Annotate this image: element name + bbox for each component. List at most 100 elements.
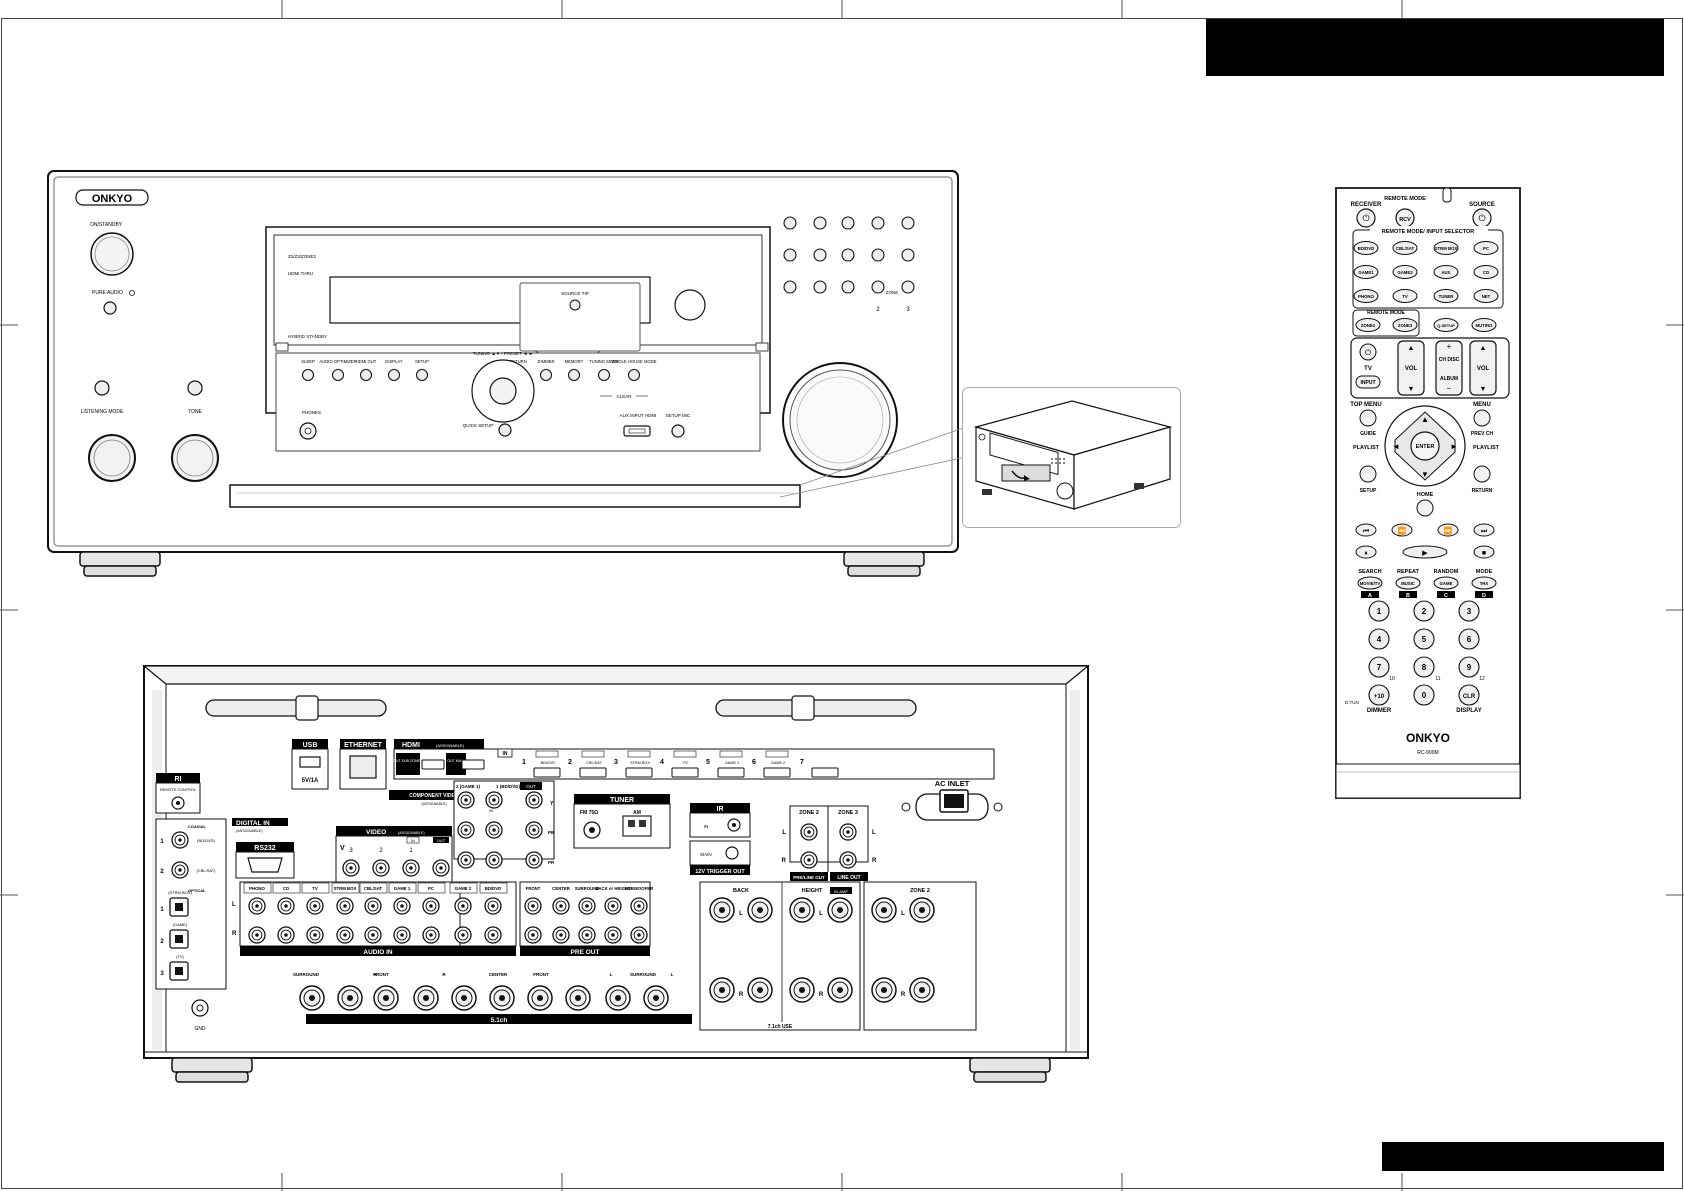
remote-input-button[interactable] [1392, 289, 1418, 303]
panel-button[interactable] [331, 368, 345, 382]
input-selector-button[interactable] [871, 248, 885, 262]
input-selector-button[interactable] [783, 216, 797, 230]
tv-input-button[interactable] [1355, 375, 1381, 389]
remote-input-button[interactable] [1353, 289, 1379, 303]
setup-button[interactable] [1359, 465, 1377, 483]
tv-volume-rocker[interactable] [1397, 340, 1425, 396]
number-button[interactable] [1458, 600, 1480, 622]
audio-in-jack-l[interactable] [484, 897, 502, 915]
listening-mode-button[interactable] [94, 380, 110, 396]
pre-out-jack-bottom[interactable] [552, 926, 570, 944]
audio-in-jack-l[interactable] [306, 897, 324, 915]
speaker-terminal[interactable] [489, 985, 515, 1011]
number-button[interactable] [1368, 684, 1390, 706]
number-button[interactable] [1368, 656, 1390, 678]
nav-down-icon[interactable]: ▼ [1421, 470, 1429, 479]
number-button[interactable] [1458, 684, 1480, 706]
zone-line-out-jack[interactable] [839, 851, 857, 869]
input-selector-button[interactable] [783, 248, 797, 262]
speaker-terminal[interactable] [337, 985, 363, 1011]
composite-video-jack[interactable] [432, 859, 450, 877]
mode-button[interactable] [1357, 576, 1383, 590]
speaker-terminal[interactable] [527, 985, 553, 1011]
muting-button[interactable] [1471, 318, 1497, 332]
input-selector-button[interactable] [783, 280, 797, 294]
remote-input-button[interactable] [1392, 241, 1418, 255]
speaker-terminal[interactable] [605, 985, 631, 1011]
tuning-button[interactable] [489, 377, 517, 405]
speaker-terminal[interactable] [565, 985, 591, 1011]
number-button[interactable] [1413, 656, 1435, 678]
hdmi-out-main-port[interactable] [461, 759, 485, 770]
pre-out-jack-bottom[interactable] [630, 926, 648, 944]
nav-right-icon[interactable]: ► [1450, 442, 1458, 451]
listening-mode-knob[interactable] [88, 434, 136, 482]
speaker-terminal[interactable] [909, 977, 935, 1003]
component-jack[interactable] [525, 851, 543, 869]
speaker-terminal[interactable] [871, 897, 897, 923]
enter-button[interactable] [1410, 431, 1440, 461]
speaker-terminal[interactable] [871, 977, 897, 1003]
speaker-terminal[interactable] [709, 897, 735, 923]
audio-in-jack-r[interactable] [277, 926, 295, 944]
speaker-terminal[interactable] [643, 985, 669, 1011]
trigger-out-jack[interactable] [725, 846, 739, 860]
remote-input-button[interactable] [1433, 265, 1459, 279]
remote-input-button[interactable] [1433, 289, 1459, 303]
speaker-terminal[interactable] [299, 985, 325, 1011]
source-tip-button[interactable] [569, 299, 581, 311]
coaxial-jack[interactable] [171, 831, 189, 849]
tv-power-button[interactable] [1359, 343, 1377, 361]
input-selector-button[interactable] [871, 280, 885, 294]
hdmi-out-sub-port[interactable] [421, 759, 445, 770]
composite-video-jack[interactable] [342, 859, 360, 877]
transport-button[interactable] [1355, 545, 1377, 559]
speaker-terminal[interactable] [373, 985, 399, 1011]
audio-in-jack-l[interactable] [364, 897, 382, 915]
tone-knob[interactable] [171, 434, 219, 482]
hdmi-input-port[interactable] [763, 767, 791, 778]
gnd-terminal[interactable] [191, 999, 209, 1017]
input-selector-button[interactable] [841, 248, 855, 262]
speaker-terminal[interactable] [451, 985, 477, 1011]
speaker-terminal[interactable] [827, 897, 853, 923]
audio-in-jack-r[interactable] [454, 926, 472, 944]
remote-input-button[interactable] [1473, 241, 1499, 255]
transport-button[interactable] [1391, 523, 1413, 537]
hdmi-input-port[interactable] [671, 767, 699, 778]
panel-button[interactable] [415, 368, 429, 382]
usb-port[interactable] [299, 756, 321, 768]
panel-button[interactable] [301, 368, 315, 382]
number-button[interactable] [1413, 628, 1435, 650]
component-jack[interactable] [525, 821, 543, 839]
q-setup-button[interactable] [1433, 318, 1459, 332]
number-button[interactable] [1413, 600, 1435, 622]
component-jack[interactable] [457, 851, 475, 869]
audio-in-jack-l[interactable] [277, 897, 295, 915]
top-menu-button[interactable] [1359, 409, 1377, 427]
number-button[interactable] [1458, 656, 1480, 678]
remote-input-button[interactable] [1473, 265, 1499, 279]
pre-out-jack-top[interactable] [578, 897, 596, 915]
return-button[interactable] [1473, 465, 1491, 483]
speaker-terminal[interactable] [747, 897, 773, 923]
receiver-volume-rocker[interactable] [1469, 340, 1497, 396]
input-selector-button[interactable] [841, 216, 855, 230]
audio-in-jack-r[interactable] [306, 926, 324, 944]
audio-in-jack-r[interactable] [336, 926, 354, 944]
remote-input-button[interactable] [1353, 265, 1379, 279]
remote-zone-button[interactable] [1355, 318, 1381, 332]
panel-button[interactable] [539, 368, 553, 382]
front-flap[interactable] [229, 484, 801, 508]
speaker-terminal[interactable] [789, 977, 815, 1003]
audio-in-jack-l[interactable] [454, 897, 472, 915]
transport-button[interactable] [1473, 545, 1495, 559]
setup-mic-jack[interactable] [671, 424, 685, 438]
am-terminal[interactable] [622, 815, 652, 837]
audio-in-jack-r[interactable] [422, 926, 440, 944]
mode-button[interactable] [1471, 576, 1497, 590]
remote-input-button[interactable] [1473, 289, 1499, 303]
pure-audio-button[interactable] [103, 301, 117, 315]
audio-in-jack-l[interactable] [422, 897, 440, 915]
number-button[interactable] [1368, 628, 1390, 650]
